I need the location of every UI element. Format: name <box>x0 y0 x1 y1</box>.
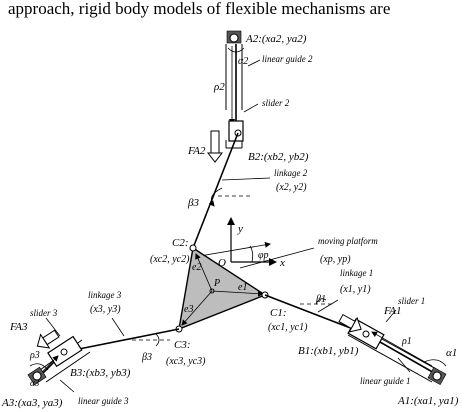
label-p: P <box>213 278 220 289</box>
label-linkage-3-coords: (x3, y3) <box>90 304 121 315</box>
leader-linear-guide-2 <box>247 59 261 67</box>
label-linear-guide-2: linear guide 2 <box>262 54 313 64</box>
linkage-3 <box>63 328 180 353</box>
header-text: approach, rigid body models of flexible … <box>8 0 390 18</box>
label-phi-p: φp <box>258 250 269 261</box>
label-linear-guide-3: linear guide 3 <box>78 396 129 406</box>
label-fa1: FA1 <box>383 305 402 317</box>
label-origin: O <box>218 257 226 269</box>
leader-linkage-3 <box>111 317 125 337</box>
beta1-arc <box>315 298 327 305</box>
label-x-axis: x <box>279 257 285 269</box>
alpha1-arc <box>423 359 447 367</box>
label-linkage-1-coords: (x1, y1) <box>340 284 371 295</box>
label-rho3: ρ3 <box>29 350 40 361</box>
phi-p-arc <box>249 245 254 263</box>
rho1-line <box>371 331 433 367</box>
leader-slider-2 <box>243 103 259 113</box>
label-alpha1: α1 <box>446 347 457 359</box>
label-a2: A2:(xa2, ya2) <box>245 33 307 45</box>
leader-linear-guide-1 <box>397 357 411 373</box>
leader-linkage-2 <box>221 177 271 181</box>
label-c3: C3: <box>174 339 191 351</box>
label-e2: e2 <box>192 262 201 273</box>
alpha3-arc <box>29 363 49 371</box>
label-linkage-2-coords: (x2, y2) <box>276 182 307 193</box>
platform-centre-p <box>181 253 264 326</box>
beta3-lower-arc <box>155 333 160 347</box>
label-beta1: β1 <box>315 294 326 305</box>
label-c1-coords: (xc1, yc1) <box>268 322 308 333</box>
linear-guide-2 <box>225 44 243 149</box>
label-linkage-3: linkage 3 <box>88 290 122 300</box>
beta3-arc <box>208 187 223 207</box>
leader-slider-1 <box>385 309 397 323</box>
label-c1: C1: <box>270 307 287 319</box>
anchor-a1 <box>427 366 447 386</box>
global-frame <box>227 217 277 266</box>
leader-linkage-1 <box>317 299 339 313</box>
label-e1: e1 <box>238 282 247 293</box>
label-b2: B2:(xb2, yb2) <box>248 151 309 163</box>
force-fa2-arrow <box>206 130 224 163</box>
label-fa2: FA2 <box>187 145 206 157</box>
moving-platform <box>178 246 267 331</box>
rho3-line <box>41 355 59 373</box>
leader-moving-platform <box>239 247 315 269</box>
label-fa3: FA3 <box>9 321 28 333</box>
label-b1: B1:(xb1, yb1) <box>298 345 359 357</box>
label-slider-1: slider 1 <box>398 296 425 306</box>
label-c2-coords: (xc2, yc2) <box>150 254 190 265</box>
label-linear-guide-1: linear guide 1 <box>360 376 411 386</box>
alpha2-arc <box>227 47 245 53</box>
label-slider-3: slider 3 <box>30 308 58 318</box>
label-slider-2: slider 2 <box>262 98 290 108</box>
anchor-a2 <box>226 30 242 44</box>
anchor-a3 <box>27 366 47 386</box>
label-e3: e3 <box>184 304 193 315</box>
label-beta3-lower: β3 <box>141 352 152 363</box>
label-rho1: ρ1 <box>401 336 412 347</box>
leader-linear-guide-3 <box>59 379 75 393</box>
label-moving-platform-coords: (xp, yp) <box>320 254 351 265</box>
moving-frame-axis <box>199 241 271 257</box>
leader-slider-3 <box>45 317 61 337</box>
label-rho2: ρ2 <box>213 81 225 93</box>
label-alpha3: α3 <box>30 378 40 388</box>
label-linkage-1: linkage 1 <box>340 268 373 278</box>
label-a1: A1:(xa1, ya1) <box>397 395 459 407</box>
label-b3: B3:(xb3, yb3) <box>70 367 131 379</box>
label-moving-platform: moving platform <box>318 236 378 246</box>
joint-c2 <box>189 244 197 252</box>
linkage-2 <box>192 132 239 249</box>
force-fa1-arrow <box>338 313 362 333</box>
label-linkage-2: linkage 2 <box>274 168 308 178</box>
slider-2 <box>228 120 244 142</box>
label-alpha2: α2 <box>238 56 248 67</box>
label-a3: A3:(xa3, ya3) <box>1 397 63 409</box>
force-fa3-arrow <box>36 329 60 349</box>
label-y-axis: y <box>237 223 243 235</box>
label-c2: C2: <box>172 237 189 249</box>
label-c3-coords: (xc3, yc3) <box>166 356 206 367</box>
label-beta3: β3 <box>187 197 199 209</box>
